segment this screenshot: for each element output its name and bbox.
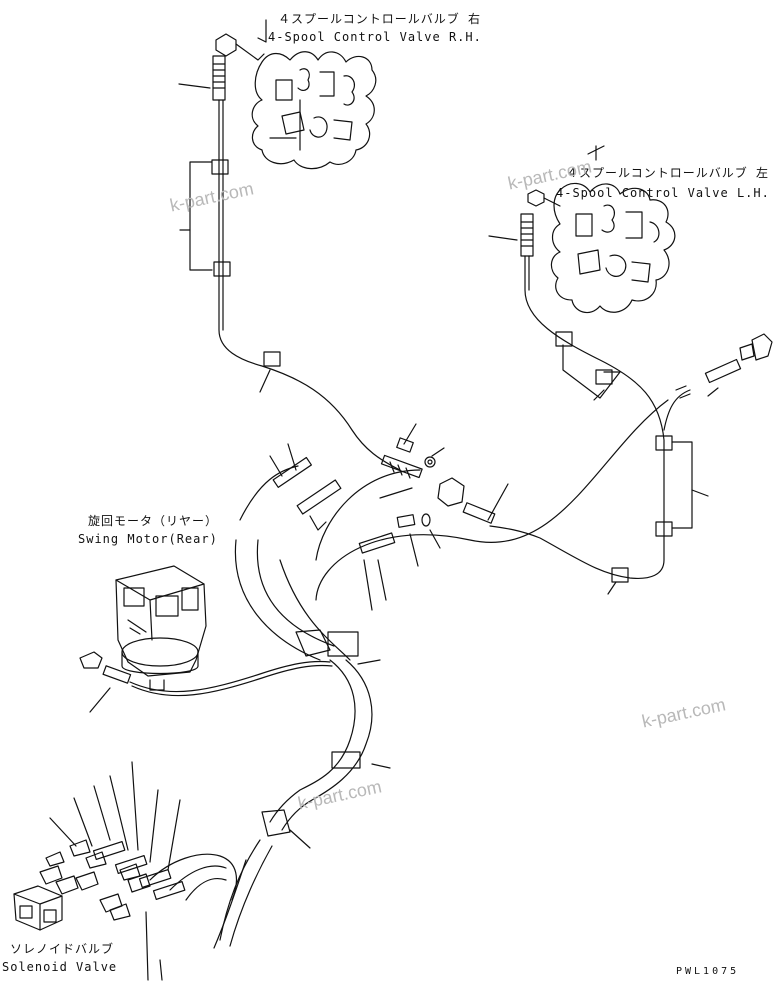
center-fittings xyxy=(269,423,509,611)
solenoid-label-en: Solenoid Valve xyxy=(2,960,118,974)
valve-lh-label-en: 4-Spool Control Valve L.H. xyxy=(556,186,770,200)
elbow-fitting-rh xyxy=(178,33,265,101)
swing-motor xyxy=(79,565,207,713)
solenoid-valve xyxy=(13,761,238,981)
valve-rh-label-en: 4-Spool Control Valve R.H. xyxy=(268,30,482,44)
hose-bundle xyxy=(129,399,669,949)
swing-motor-label-jp: 旋回モータ（リヤー） xyxy=(88,514,219,528)
control-valve-lh xyxy=(550,145,676,314)
hose-rh xyxy=(179,99,401,471)
valve-lh-label-jp: ４スプールコントロールバルブ 左 xyxy=(566,166,769,180)
swing-motor-label-en: Swing Motor(Rear) xyxy=(78,532,218,546)
tee-fitting-lh xyxy=(675,333,773,399)
hose-lh xyxy=(489,255,709,595)
elbow-fitting-lh xyxy=(488,189,561,257)
control-valve-rh xyxy=(251,19,377,170)
solenoid-label-jp: ソレノイドバルブ xyxy=(10,942,115,956)
drawing-code: PWL1075 xyxy=(676,966,740,977)
valve-rh-label-jp: ４スプールコントロールバルブ 右 xyxy=(278,12,481,26)
